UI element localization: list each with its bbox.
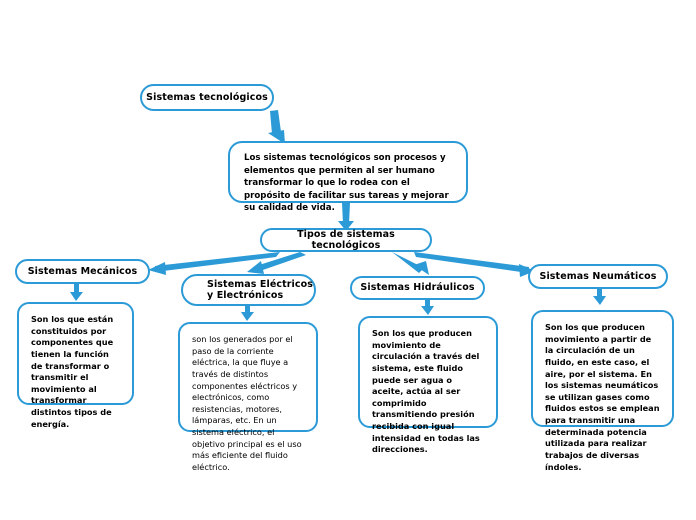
connector-neumaticos-header-to-body xyxy=(597,289,602,298)
node-body-electricos[interactable]: son los generados por el paso de la corr… xyxy=(178,322,318,472)
arrowhead-hidraulicos xyxy=(414,261,429,275)
arrowhead-electricos-body xyxy=(241,312,254,321)
node-header-hidraulicos[interactable]: Sistemas Hidráulicos xyxy=(350,276,485,300)
arrowhead-electricos xyxy=(247,261,264,274)
arrowhead-mecanicos xyxy=(148,262,166,275)
arrowhead-mecanicos-body xyxy=(70,292,83,301)
node-body-hidraulicos[interactable]: Son los que producen movimiento de circu… xyxy=(358,316,498,454)
arrowhead-hidraulicos-body xyxy=(421,306,434,315)
connector-types-to-hidraulicos xyxy=(392,252,424,273)
header-electricos-line2: y Electrónicos xyxy=(207,290,284,301)
node-definition[interactable]: Los sistemas tecnológicos son procesos y… xyxy=(228,141,468,213)
connector-types-to-mecanicos xyxy=(155,252,280,272)
header-electricos-line1: Sistemas Eléctricos xyxy=(207,278,314,290)
connector-types-to-electricos xyxy=(253,252,306,272)
node-header-mecanicos[interactable]: Sistemas Mecánicos xyxy=(15,259,150,284)
connector-root-to-definition xyxy=(270,110,282,139)
node-body-mecanicos[interactable]: Son los que están constituidos por compo… xyxy=(17,302,134,429)
connector-definition-to-types xyxy=(342,203,350,224)
node-header-neumaticos[interactable]: Sistemas Neumáticos xyxy=(528,264,668,289)
arrowhead-neumaticos-body xyxy=(593,296,606,305)
node-body-neumaticos[interactable]: Son los que producen movimiento a partir… xyxy=(531,310,674,472)
connector-electricos-header-to-body xyxy=(245,306,250,314)
node-root[interactable]: Sistemas tecnológicos xyxy=(140,84,274,111)
connector-types-to-neumaticos xyxy=(414,252,529,273)
node-types[interactable]: Tipos de sistemas tecnológicos xyxy=(260,228,432,252)
connector-mecanicos-header-to-body xyxy=(74,284,79,294)
connector-hidraulicos-header-to-body xyxy=(425,300,430,308)
